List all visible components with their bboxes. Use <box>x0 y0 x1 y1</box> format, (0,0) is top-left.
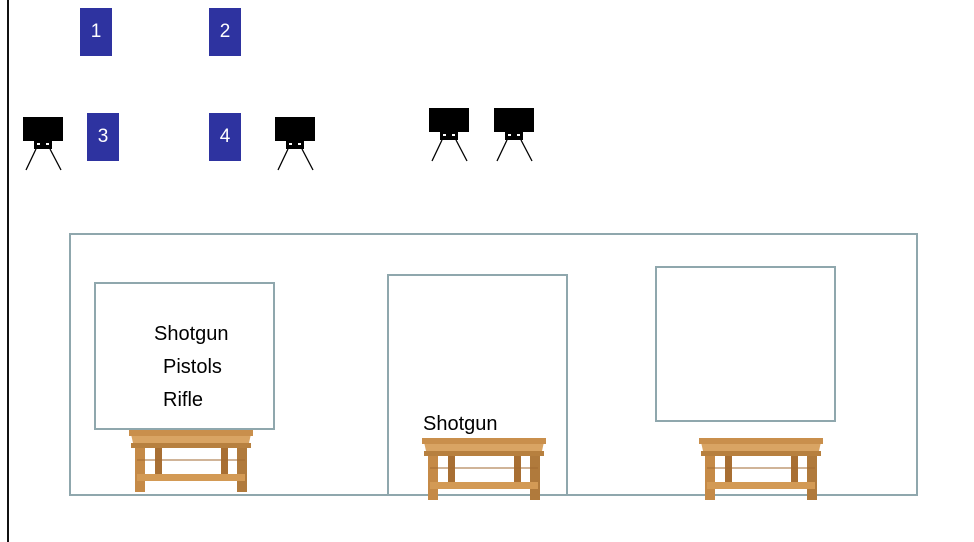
target-stand-icon <box>275 117 315 171</box>
bay-left <box>94 282 275 430</box>
marker-1-label: 1 <box>90 21 102 42</box>
target-stand-icon <box>494 108 534 162</box>
bay-right <box>655 266 836 422</box>
bay-left-label-pistols: Pistols <box>163 356 222 378</box>
marker-1: 1 <box>80 8 112 56</box>
bay-left-label-rifle: Rifle <box>163 389 204 411</box>
marker-4-label: 4 <box>219 126 231 147</box>
target-stand-icon <box>429 108 469 162</box>
bay-middle <box>387 274 568 496</box>
marker-2: 2 <box>209 8 241 56</box>
table-icon <box>699 438 823 500</box>
table-icon <box>129 430 253 492</box>
range-outer-frame <box>69 233 918 496</box>
marker-2-label: 2 <box>219 21 231 42</box>
bay-left-label-shotgun: Shotgun <box>154 323 229 345</box>
target-stand-icon <box>23 117 63 171</box>
marker-3: 3 <box>87 113 119 161</box>
table-icon <box>422 438 546 500</box>
bay-middle-label-shotgun: Shotgun <box>423 413 498 435</box>
marker-4: 4 <box>209 113 241 161</box>
left-border-line <box>7 0 9 542</box>
marker-3-label: 3 <box>97 126 109 147</box>
